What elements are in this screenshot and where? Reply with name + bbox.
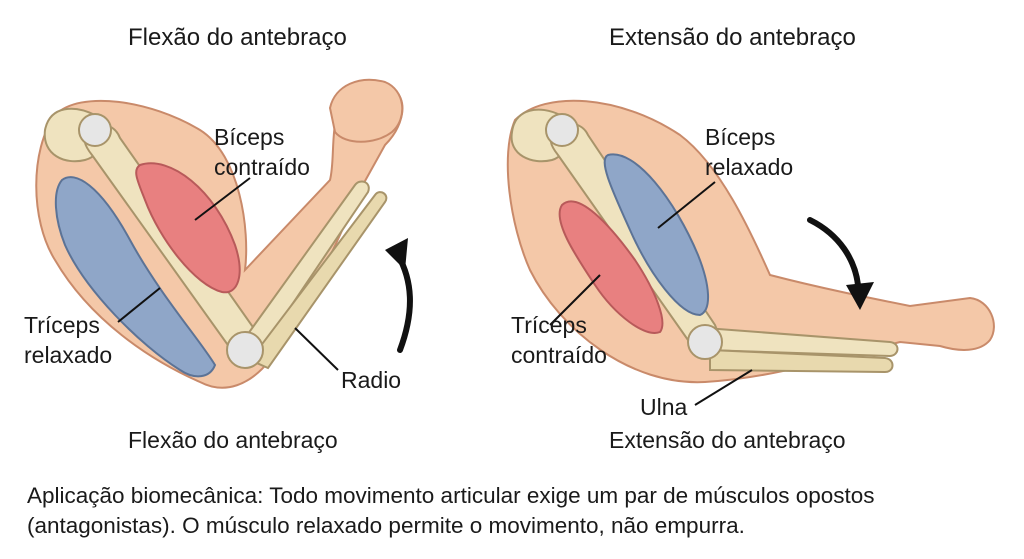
extension-arrowhead xyxy=(846,282,874,310)
flexion-arrow xyxy=(395,252,413,353)
shoulder-joint xyxy=(78,113,112,147)
triceps-leader-line xyxy=(117,287,161,323)
flexion-triceps-label: Tríceps relaxado xyxy=(24,310,112,370)
elbow-joint xyxy=(226,331,264,369)
flexion-triceps-label-line1: Tríceps xyxy=(24,312,100,338)
ulna-bone xyxy=(709,348,894,374)
radio-label: Radio xyxy=(341,367,402,393)
ulna-bone xyxy=(248,191,388,370)
biceps-leader-line xyxy=(657,181,716,229)
radius-bone xyxy=(238,180,370,357)
triceps-contracted xyxy=(558,200,664,334)
triceps-leader-line xyxy=(549,274,601,326)
flexion-caption: Flexão do antebraço xyxy=(128,427,338,453)
flexion-title: Flexão do antebraço xyxy=(128,24,347,51)
extension-biceps-label-line1: Bíceps xyxy=(705,124,776,150)
radius-bone xyxy=(704,326,899,358)
extension-biceps-label: Bíceps relaxado xyxy=(705,122,793,182)
biomechanics-note-line2: (antagonistas). O músculo relaxado permi… xyxy=(27,513,745,538)
biceps-leader-line xyxy=(194,177,251,221)
extension-triceps-label: Tríceps contraído xyxy=(511,310,607,370)
flexion-biceps-label-line1: Bíceps xyxy=(214,124,285,150)
flexion-biceps-label: Bíceps contraído xyxy=(214,122,310,182)
flexion-biceps-label-line2: contraído xyxy=(214,154,310,180)
shoulder-joint xyxy=(545,113,579,147)
flexed-fist xyxy=(328,78,404,143)
extension-triceps-label-line2: contraído xyxy=(511,342,607,368)
extension-triceps-label-line1: Tríceps xyxy=(511,312,587,338)
extension-biceps-label-line2: relaxado xyxy=(705,154,794,180)
extension-arm-illustration xyxy=(506,99,995,406)
biceps-contracted xyxy=(135,162,241,294)
extension-caption: Extensão do antebraço xyxy=(609,427,846,453)
extension-title: Extensão do antebraço xyxy=(609,24,856,51)
ulna-label: Ulna xyxy=(640,394,688,420)
triceps-relaxed xyxy=(54,176,217,378)
ulna-leader-line xyxy=(694,369,753,406)
radio-leader-line xyxy=(294,327,339,371)
biomechanics-note: Aplicação biomecânica: Todo movimento ar… xyxy=(27,481,1017,541)
flexion-arrowhead xyxy=(385,238,408,270)
biomechanics-note-line1: Aplicação biomecânica: Todo movimento ar… xyxy=(27,483,875,508)
extension-arrow xyxy=(807,217,861,288)
biceps-relaxed xyxy=(603,153,710,317)
flexion-arm-illustration xyxy=(35,78,413,389)
elbow-joint xyxy=(687,324,723,360)
flexion-triceps-label-line2: relaxado xyxy=(24,342,113,368)
